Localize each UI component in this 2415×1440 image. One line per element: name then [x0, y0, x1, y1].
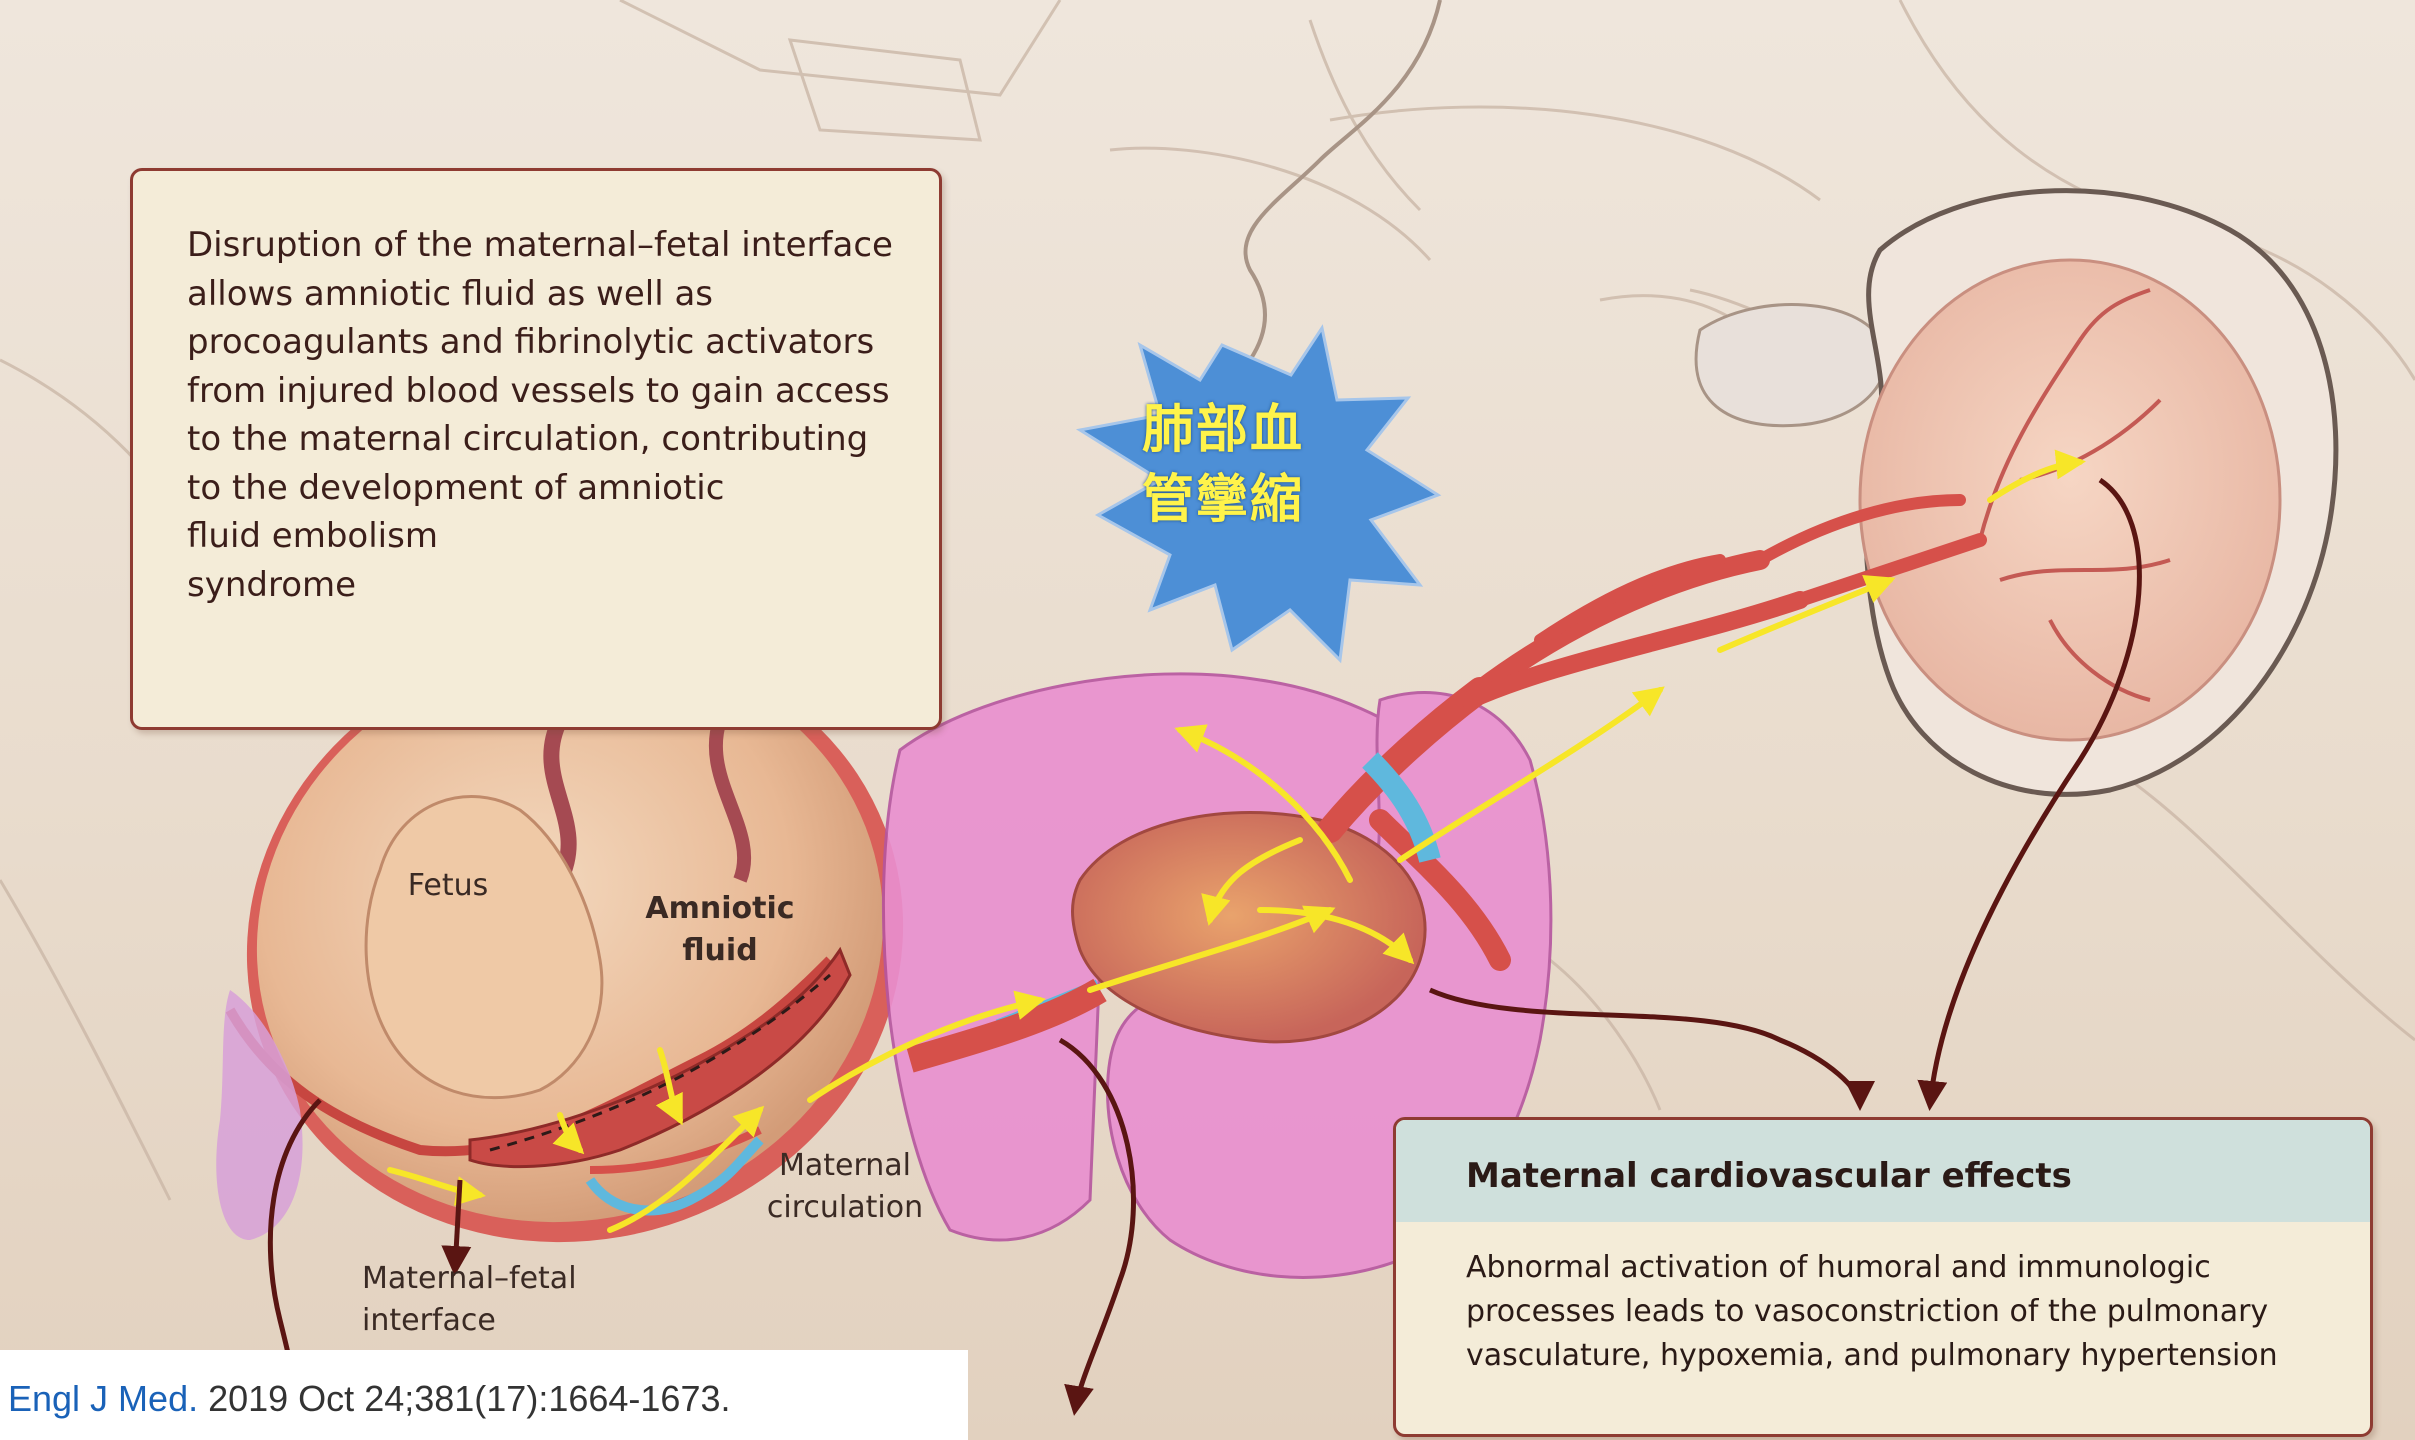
cardiovascular-effects-title: Maternal cardiovascular effects: [1396, 1120, 2370, 1222]
effects-line: processes leads to vasoconstriction of t…: [1466, 1290, 2330, 1334]
vasospasm-label-line2: 管攣縮: [1098, 465, 1348, 535]
oxygen-mask: [1696, 305, 1885, 426]
maternal-circulation-label-line1: Maternal: [755, 1145, 935, 1187]
citation-reference: 2019 Oct 24;381(17):1664-1673.: [198, 1378, 730, 1419]
heart: [1073, 813, 1426, 1042]
disruption-callout: Disruption of the maternal–fetal interfa…: [130, 168, 942, 730]
maternal-circulation-label-line2: circulation: [755, 1187, 935, 1229]
maternal-fetal-interface-label: Maternal–fetal interface: [362, 1258, 592, 1342]
callout-line: allows amniotic fluid as well as: [187, 270, 899, 319]
citation: Engl J Med. 2019 Oct 24;381(17):1664-167…: [0, 1350, 968, 1440]
callout-line: syndrome: [187, 561, 899, 610]
maternal-circulation-label: Maternal circulation: [755, 1145, 935, 1229]
amniotic-fluid-label: Amniotic fluid: [640, 888, 800, 972]
callout-line: procoagulants and fibrinolytic activator…: [187, 318, 899, 367]
callout-line: Disruption of the maternal–fetal interfa…: [187, 221, 899, 270]
amniotic-fluid-label-line2: fluid: [640, 930, 800, 972]
callout-line: to the development of amniotic: [187, 464, 899, 513]
vasospasm-label-line1: 肺部血: [1098, 395, 1348, 465]
callout-line: fluid embolism: [187, 512, 899, 561]
amniotic-fluid-label-line1: Amniotic: [640, 888, 800, 930]
effects-line: vasculature, hypoxemia, and pulmonary hy…: [1466, 1334, 2330, 1378]
vasospasm-label: 肺部血 管攣縮: [1098, 395, 1348, 535]
callout-line: to the maternal circulation, contributin…: [187, 415, 899, 464]
callout-line: from injured blood vessels to gain acces…: [187, 367, 899, 416]
maternal-fetal-interface-label-line1: Maternal–fetal: [362, 1258, 592, 1300]
citation-journal-link[interactable]: Engl J Med.: [8, 1378, 198, 1419]
cardiovascular-effects-callout: Maternal cardiovascular effects Abnormal…: [1393, 1117, 2373, 1437]
maternal-fetal-interface-label-line2: interface: [362, 1300, 592, 1342]
effects-line: Abnormal activation of humoral and immun…: [1466, 1246, 2330, 1290]
cardiovascular-effects-body: Abnormal activation of humoral and immun…: [1396, 1222, 2370, 1378]
fetus-label: Fetus: [398, 865, 498, 907]
